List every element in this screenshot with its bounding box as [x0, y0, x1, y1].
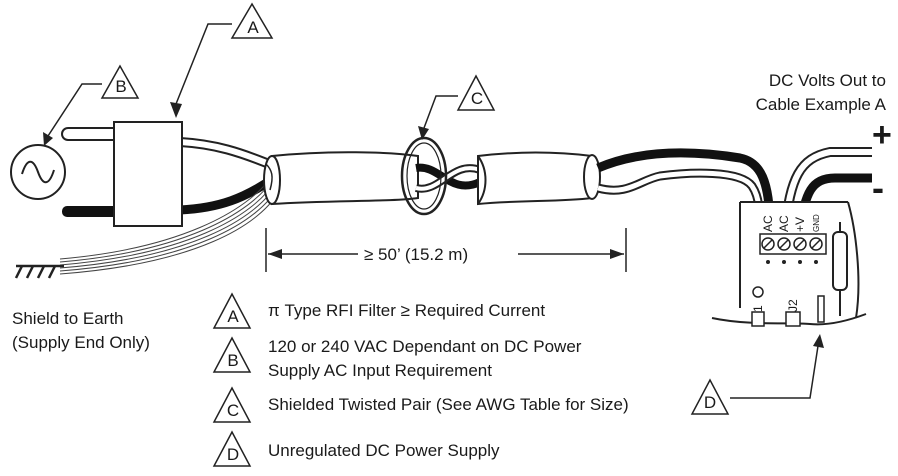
callout-d-triangle — [690, 378, 730, 415]
legend: A π Type RFI Filter ≥ Required Current B… — [212, 292, 629, 467]
shield-loop — [400, 136, 448, 216]
legend-d-triangle — [212, 430, 252, 467]
twisted-pair-exposed — [415, 163, 482, 193]
legend-b-text-line1: 120 or 240 VAC Dependant on DC Power — [268, 337, 582, 356]
legend-b-text-line2: Supply AC Input Requirement — [268, 361, 492, 380]
jumper-j1 — [751, 311, 765, 327]
minus-sign: - — [872, 167, 884, 208]
plus-sign: + — [872, 116, 892, 154]
terminal-label-ac1: AC — [761, 215, 775, 232]
terminal-block — [759, 233, 827, 255]
fuse-icon — [817, 295, 825, 323]
callout-d-arrowhead — [813, 334, 824, 348]
callout-c-letter: C — [471, 89, 483, 108]
legend-d-text: Unregulated DC Power Supply — [268, 441, 500, 460]
callout-d-letter: D — [704, 393, 716, 412]
filter-input-wires — [61, 127, 121, 217]
terminal-label-vplus: +V — [793, 217, 807, 232]
earth-ground-icon — [14, 264, 64, 279]
cable-segment-left — [263, 151, 419, 206]
terminal-label-gnd: GND — [812, 214, 821, 232]
rfi-filter-box — [113, 121, 183, 227]
dc-output-label-line2: Cable Example A — [756, 95, 887, 114]
callout-c-leader — [423, 95, 458, 129]
legend-c-triangle — [212, 386, 252, 423]
ac-source-icon — [10, 144, 66, 200]
shield-label-line1: Shield to Earth — [12, 309, 124, 328]
legend-b-letter: B — [227, 351, 238, 370]
legend-a-triangle — [212, 292, 252, 329]
callout-a-leader — [175, 23, 232, 105]
legend-d-letter: D — [227, 445, 239, 464]
callout-b-triangle — [100, 64, 140, 99]
legend-a-text: π Type RFI Filter ≥ Required Current — [268, 301, 545, 320]
callout-c-arrowhead — [418, 126, 429, 140]
legend-c-text: Shielded Twisted Pair (See AWG Table for… — [268, 395, 629, 414]
callout-a-arrowhead — [170, 102, 182, 118]
led-icon — [752, 286, 764, 298]
jumper-j2 — [785, 311, 801, 327]
callout-b-letter: B — [115, 77, 126, 96]
callout-b-leader — [47, 83, 102, 137]
legend-b-triangle — [212, 336, 252, 373]
callout-a-letter: A — [247, 18, 259, 37]
terminal-screws — [761, 237, 823, 251]
capacitor-icon — [832, 222, 848, 316]
terminal-label-ac2: AC — [777, 215, 791, 232]
jumper-label-j2: J2 — [786, 299, 800, 312]
distance-dimension — [265, 228, 627, 272]
dc-output-label-line1: DC Volts Out to — [769, 71, 886, 90]
legend-c-letter: C — [227, 401, 239, 420]
cable-segment-right — [477, 151, 601, 206]
callout-a-triangle — [230, 2, 274, 39]
shield-label-line2: (Supply End Only) — [12, 333, 150, 352]
legend-a-letter: A — [227, 307, 239, 326]
callout-c-triangle — [456, 74, 496, 111]
dc-power-supply: AC AC +V GND J1 J2 — [711, 201, 867, 336]
distance-label: ≥ 50’ (15.2 m) — [364, 245, 468, 264]
callout-d-leader — [730, 345, 819, 399]
callout-b-arrowhead — [43, 132, 53, 146]
